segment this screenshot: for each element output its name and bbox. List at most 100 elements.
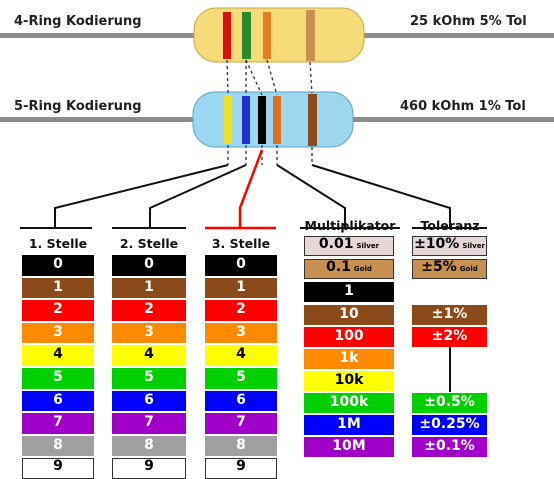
- second-digit-cell-3-text: 3: [144, 323, 154, 340]
- band-4-4-gold: [306, 10, 315, 61]
- tolerance-cell-4: ±0.5%: [412, 393, 487, 413]
- column-title-second-digit: 2. Stelle: [119, 236, 179, 251]
- tolerance-cell-3: ±2%: [412, 327, 487, 347]
- multiplier-cell-0-note: Silver: [356, 242, 380, 250]
- band-5-4-orange: [273, 96, 281, 144]
- multiplier-cell-8: 1M: [304, 415, 394, 435]
- first-digit-cell-7-text: 7: [53, 414, 63, 431]
- column-title-first-digit: 1. Stelle: [28, 236, 88, 251]
- multiplier-cell-7: 100k: [304, 393, 394, 413]
- first-digit-cell-9: 9: [22, 458, 94, 479]
- band-connectors: [226, 59, 313, 165]
- second-digit-cell-2: 2: [112, 300, 186, 321]
- four-ring-label: 4-Ring Kodierung: [14, 14, 142, 29]
- tolerance-cell-4-text: ±0.5%: [424, 394, 475, 410]
- third-digit-cell-2-text: 2: [236, 301, 246, 318]
- first-digit-cell-8-text: 8: [53, 436, 63, 453]
- second-digit-cell-5: 5: [112, 368, 186, 389]
- tolerance-cell-2-text: ±1%: [431, 306, 468, 322]
- first-digit-cell-2-text: 2: [53, 301, 63, 318]
- multiplier-cell-3-text: 10: [339, 306, 359, 322]
- tolerance-cell-5-text: ±0.25%: [419, 416, 480, 432]
- second-digit-cell-3: 3: [112, 322, 186, 344]
- lead-wire-left: [0, 33, 200, 38]
- second-digit-cell-8: 8: [112, 435, 186, 457]
- multiplier-cell-9-text: 10M: [332, 438, 366, 454]
- first-digit-cell-0: 0: [22, 255, 94, 276]
- multiplier-cell-6-text: 10k: [334, 372, 364, 388]
- lead-wire-left: [0, 117, 200, 122]
- second-digit-cell-2-text: 2: [144, 301, 154, 318]
- column-title-multiplier: Multiplikator: [304, 218, 396, 233]
- second-digit-cell-1: 1: [112, 277, 186, 299]
- third-digit-cell-3-text: 3: [236, 323, 246, 340]
- band-4-3-orange: [263, 12, 271, 59]
- multiplier-cell-4-text: 100: [334, 328, 364, 344]
- multiplier-cell-3: 10: [304, 305, 394, 325]
- second-digit-cell-0-text: 0: [144, 256, 154, 272]
- multiplier-cell-4: 100: [304, 327, 394, 347]
- band-4-2-green: [242, 12, 251, 59]
- second-digit-cell-6-text: 6: [144, 391, 154, 408]
- second-digit-cell-7-text: 7: [144, 414, 154, 431]
- tolerance-cell-3-text: ±2%: [431, 328, 468, 344]
- third-digit-cell-1: 1: [205, 277, 277, 299]
- band-5-5-brown: [308, 94, 317, 146]
- first-digit-cell-5-text: 5: [53, 369, 63, 385]
- first-digit-cell-0-text: 0: [53, 256, 63, 272]
- lead-wire-right: [350, 117, 554, 122]
- first-digit-cell-4: 4: [22, 345, 94, 366]
- multiplier-cell-2-text: 1: [344, 283, 354, 299]
- third-digit-cell-3: 3: [205, 322, 277, 344]
- third-digit-cell-8-text: 8: [236, 436, 246, 453]
- tolerance-cell-2: ±1%: [412, 305, 487, 325]
- five-ring-value: 460 kOhm 1% Tol: [400, 99, 526, 114]
- third-digit-cell-8: 8: [205, 435, 277, 457]
- tolerance-cell-1-note: Gold: [459, 265, 478, 273]
- third-digit-cell-9-text: 9: [236, 458, 246, 475]
- band-5-2-blue: [242, 96, 250, 144]
- third-digit-cell-7: 7: [205, 413, 277, 434]
- second-digit-cell-9-text: 9: [144, 458, 154, 475]
- multiplier-cell-5-text: 1k: [339, 350, 359, 366]
- tolerance-cell-0-note: Silver: [462, 242, 485, 250]
- first-digit-cell-5: 5: [22, 368, 94, 389]
- third-digit-cell-4: 4: [205, 345, 277, 366]
- five-ring-label: 5-Ring Kodierung: [14, 99, 142, 114]
- tolerance-cell-6-text: ±0.1%: [424, 438, 475, 454]
- tolerance-cell-0-text: ±10%: [414, 236, 460, 252]
- resistor-4-ring: [0, 7, 554, 63]
- first-digit-cell-7: 7: [22, 413, 94, 434]
- second-digit-cell-6: 6: [112, 390, 186, 412]
- second-digit-cell-7: 7: [112, 413, 186, 434]
- third-digit-cell-0: 0: [205, 255, 277, 276]
- second-digit-cell-1-text: 1: [144, 278, 154, 295]
- first-digit-cell-2: 2: [22, 300, 94, 321]
- second-digit-cell-8-text: 8: [144, 436, 154, 453]
- third-digit-cell-6: 6: [205, 390, 277, 412]
- tolerance-cell-1-text: ±5%: [421, 259, 457, 275]
- multiplier-cell-1-note: Gold: [353, 265, 372, 273]
- second-digit-cell-9: 9: [112, 458, 186, 479]
- third-digit-cell-5: 5: [205, 368, 277, 389]
- lead-wire-right: [355, 33, 554, 38]
- four-ring-value: 25 kOhm 5% Tol: [410, 14, 527, 29]
- first-digit-cell-6: 6: [22, 390, 94, 412]
- first-digit-cell-4-text: 4: [53, 346, 63, 363]
- third-digit-cell-6-text: 6: [236, 391, 246, 408]
- multiplier-cell-1-text: 0.1: [326, 259, 351, 275]
- band-5-1-yellow: [224, 96, 232, 144]
- first-digit-cell-6-text: 6: [53, 391, 63, 408]
- multiplier-cell-6: 10k: [304, 371, 394, 391]
- third-digit-cell-5-text: 5: [236, 369, 246, 385]
- multiplier-cell-8-text: 1M: [337, 416, 361, 432]
- second-digit-cell-5-text: 5: [144, 369, 154, 385]
- multiplier-cell-7-text: 100k: [329, 394, 369, 410]
- resistor-5-ring: [0, 91, 554, 148]
- third-digit-cell-0-text: 0: [236, 256, 246, 272]
- multiplier-cell-9: 10M: [304, 437, 394, 457]
- band-4-1-red: [223, 12, 231, 59]
